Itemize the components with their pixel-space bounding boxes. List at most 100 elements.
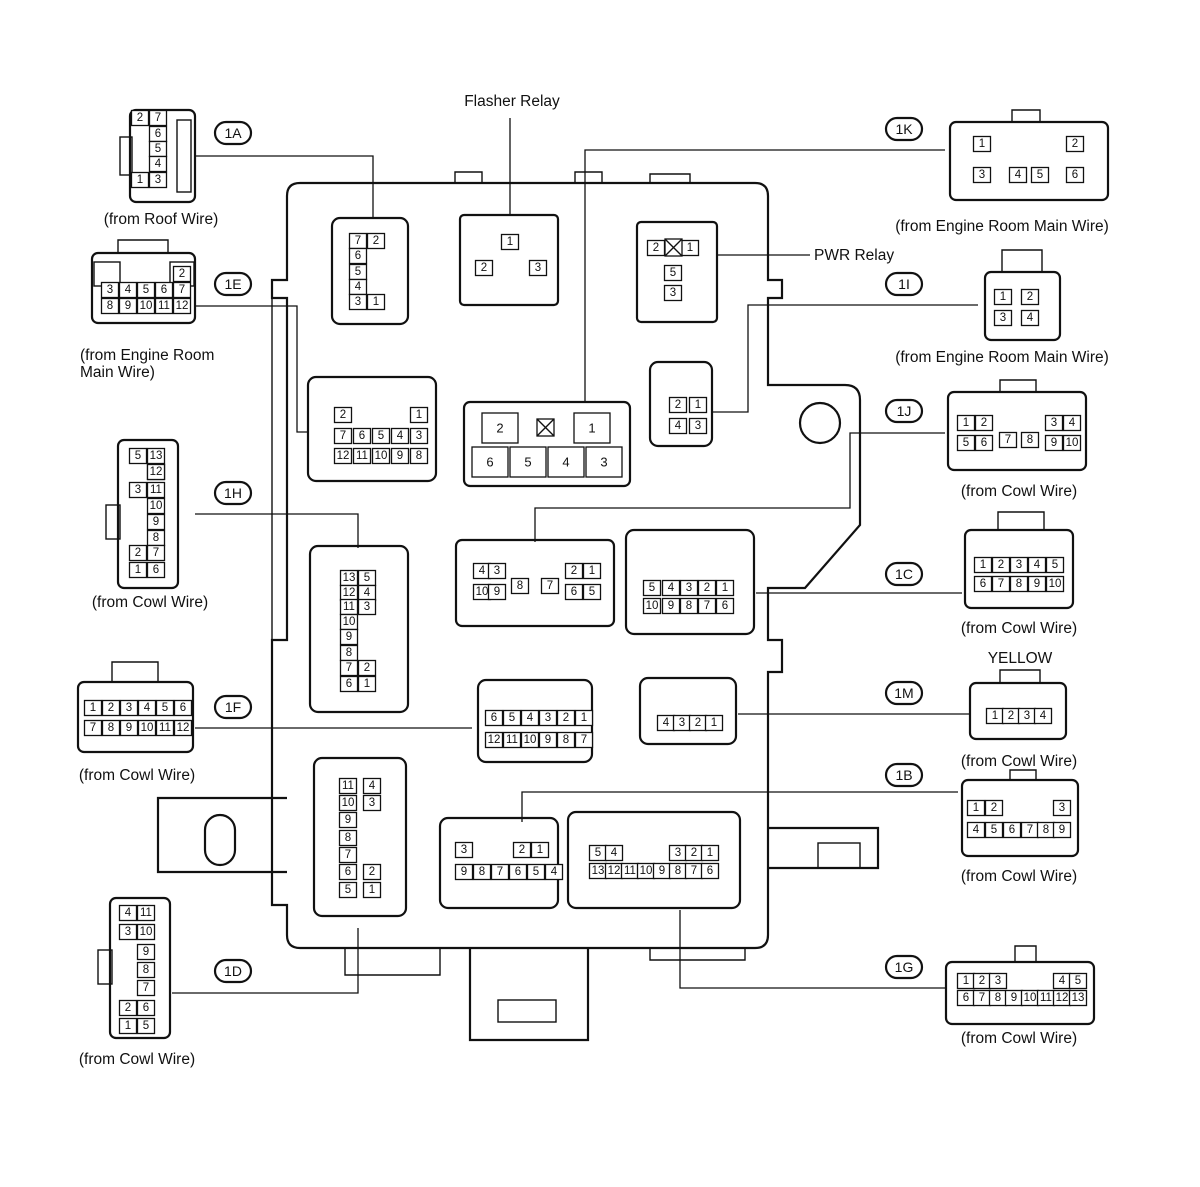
- pin-number: 9: [545, 734, 551, 746]
- pin-number: 10: [640, 865, 653, 877]
- pin-cell: [547, 446, 585, 478]
- pin-cell: [642, 579, 662, 597]
- pin-number: 8: [479, 866, 485, 878]
- caption-1E-line1: (from Engine Room: [80, 347, 214, 364]
- pin-number: 5: [963, 437, 969, 449]
- pin-cell: [966, 799, 986, 817]
- pin-number: 3: [494, 565, 500, 577]
- pin-cell: [118, 999, 138, 1017]
- pin-number: 8: [686, 600, 692, 612]
- pin-number: 4: [125, 284, 132, 296]
- tag-1G: 1G: [884, 954, 924, 980]
- pin-cell: [1045, 556, 1065, 574]
- pin-number: 6: [355, 250, 361, 262]
- pin-cell: [136, 923, 156, 941]
- pin-number: 11: [158, 300, 170, 312]
- pin-cell: [136, 961, 156, 979]
- pin-cell: [154, 297, 174, 315]
- pin-cell: [715, 597, 735, 615]
- pin-number: 1: [1000, 291, 1006, 303]
- pin-cell: [136, 281, 156, 299]
- pin-number: 8: [517, 580, 523, 592]
- pin-cell: [988, 972, 1008, 990]
- pin-number: 2: [481, 262, 487, 274]
- pin-number: 4: [1059, 975, 1066, 987]
- pin-number: 5: [162, 702, 168, 714]
- pin-cell: [146, 463, 166, 481]
- pin-cell: [508, 863, 528, 881]
- pin-number: 4: [973, 824, 980, 836]
- pin-cell: [700, 844, 720, 862]
- pin-cell: [454, 863, 474, 881]
- pin-cell: [137, 699, 157, 717]
- pin-cell: [148, 109, 168, 127]
- pin-number: 7: [345, 849, 351, 861]
- pin-number: 2: [979, 975, 985, 987]
- pin-number: 6: [359, 430, 365, 442]
- pin-cell: [390, 427, 410, 445]
- pin-number: 10: [646, 600, 659, 612]
- pin-number: 3: [695, 420, 701, 432]
- pin-cell: [564, 562, 584, 580]
- pin-cell: [973, 556, 993, 574]
- pin-cell: [474, 259, 494, 277]
- pin-cell: [118, 923, 138, 941]
- pin-number: 5: [595, 847, 601, 859]
- tag-1A-text: 1A: [224, 125, 242, 141]
- pin-cell: [974, 414, 994, 432]
- pin-number: 12: [176, 300, 189, 312]
- pin-cell: [538, 731, 558, 749]
- tag-1D: 1D: [213, 958, 253, 984]
- pin-cell: [520, 709, 540, 727]
- pin-number: 1: [722, 582, 728, 594]
- pin-cell: [487, 583, 507, 601]
- pin-number: 8: [143, 964, 149, 976]
- pin-number: 3: [1016, 559, 1022, 571]
- pin-cell: [540, 577, 560, 595]
- pin-cell: [1002, 821, 1022, 839]
- pin-number: 4: [1069, 417, 1076, 429]
- pin-number: 3: [679, 717, 685, 729]
- pin-cell: [136, 297, 156, 315]
- pin-number: 8: [995, 992, 1001, 1004]
- pin-cell: [556, 709, 576, 727]
- pin-cell: [118, 297, 138, 315]
- pin-cell: [661, 597, 681, 615]
- pin-cell: [1027, 556, 1047, 574]
- pin-cell: [700, 862, 720, 880]
- pin-number: 3: [155, 174, 161, 186]
- pin-cell: [146, 481, 166, 499]
- pin-number: 3: [535, 262, 541, 274]
- pin-cell: [679, 579, 699, 597]
- pin-cell: [128, 561, 148, 579]
- pin-cell: [663, 284, 683, 302]
- pin-number: 3: [675, 847, 681, 859]
- pin-cell: [146, 447, 166, 465]
- pin-cell: [352, 447, 372, 465]
- pin-number: 1: [125, 1020, 131, 1032]
- pin-number: 6: [707, 865, 713, 877]
- pin-number: 9: [345, 814, 351, 826]
- tag-1C: 1C: [884, 561, 924, 587]
- pin-number: 5: [1052, 559, 1058, 571]
- pin-number: 2: [373, 235, 379, 247]
- pin-cell: [1045, 575, 1065, 593]
- pin-number: 3: [995, 975, 1001, 987]
- pin-number: 5: [649, 582, 655, 594]
- pin-cell: [530, 841, 550, 859]
- pin-number: 4: [551, 866, 558, 878]
- pin-cell: [390, 447, 410, 465]
- pin-number: 9: [1034, 578, 1040, 590]
- pin-number: 11: [624, 865, 636, 877]
- pin-number: 8: [563, 734, 569, 746]
